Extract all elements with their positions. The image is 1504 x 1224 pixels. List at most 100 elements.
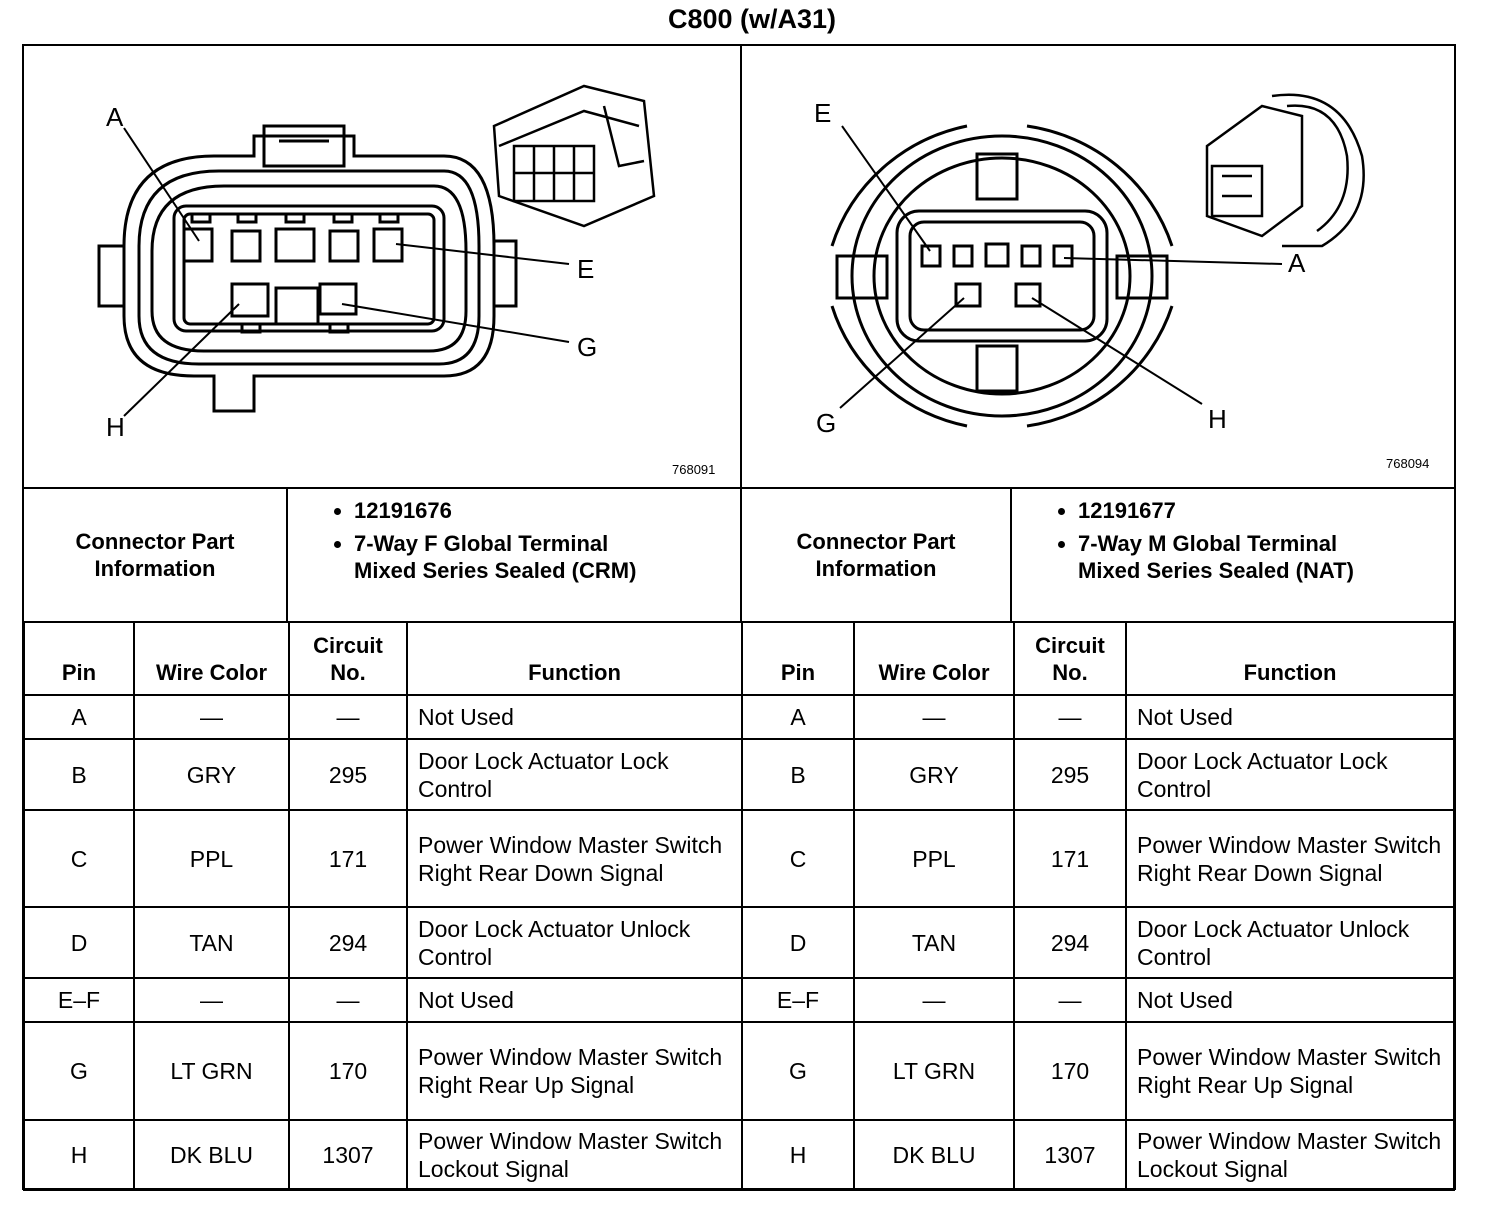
function-cell: Not Used bbox=[406, 977, 743, 1023]
circuit-cell: 295 bbox=[288, 738, 408, 811]
left-cavity-a bbox=[182, 227, 214, 263]
right-cavity-d bbox=[952, 244, 974, 268]
right-figure-id: 768094 bbox=[1386, 456, 1430, 471]
wire-color-cell: GRY bbox=[133, 738, 290, 811]
right-cavity-a bbox=[1052, 244, 1074, 268]
pin-cell: E–F bbox=[741, 977, 855, 1023]
left-figure-id: 768091 bbox=[672, 462, 716, 477]
pin-cell: E–F bbox=[23, 977, 135, 1023]
table-row: H DK BLU 1307 Power Window Master Switch… bbox=[23, 1119, 743, 1191]
table-row: D TAN 294 Door Lock Actuator Unlock Cont… bbox=[741, 906, 1455, 979]
pin-cell: A bbox=[741, 694, 855, 740]
right-header-function: Function bbox=[1125, 621, 1455, 696]
right-header-wire: Wire Color bbox=[853, 621, 1015, 696]
table-row: A — — Not Used bbox=[741, 694, 1455, 740]
wire-color-cell: — bbox=[853, 694, 1015, 740]
right-info-label: Connector Part Information bbox=[742, 489, 1012, 621]
page-title: C800 (w/A31) bbox=[667, 4, 837, 34]
right-cavity-b bbox=[1020, 244, 1042, 268]
pin-cell: D bbox=[741, 906, 855, 979]
left-pinout-table: Pin Wire Color Circuit No. Function A — … bbox=[23, 621, 743, 1191]
table-row: H DK BLU 1307 Power Window Master Switch… bbox=[741, 1119, 1455, 1191]
pin-cell: G bbox=[741, 1021, 855, 1121]
left-label-e: E bbox=[577, 254, 594, 284]
left-connector-face-illustration: A E G H bbox=[97, 84, 656, 442]
function-cell: Power Window Master Switch Right Rear Up… bbox=[1125, 1021, 1455, 1121]
table-row: E–F — — Not Used bbox=[741, 977, 1455, 1023]
circuit-cell: 295 bbox=[1013, 738, 1127, 811]
circuit-cell: 1307 bbox=[288, 1119, 408, 1191]
circuit-cell: — bbox=[1013, 977, 1127, 1023]
right-connector-face-illustration: E A G H bbox=[814, 93, 1365, 438]
table-row: B GRY 295 Door Lock Actuator Lock Contro… bbox=[23, 738, 743, 811]
pin-cell: C bbox=[23, 809, 135, 908]
right-cavity-c bbox=[984, 242, 1010, 268]
right-label-g: G bbox=[816, 408, 836, 438]
pin-cell: B bbox=[741, 738, 855, 811]
left-header-function: Function bbox=[406, 621, 743, 696]
wire-color-cell: GRY bbox=[853, 738, 1015, 811]
pin-cell: C bbox=[741, 809, 855, 908]
pin-cell: H bbox=[741, 1119, 855, 1191]
function-cell: Power Window Master Switch Lockout Signa… bbox=[406, 1119, 743, 1191]
illustration-divider bbox=[740, 44, 742, 489]
circuit-cell: 171 bbox=[288, 809, 408, 908]
wire-color-cell: DK BLU bbox=[853, 1119, 1015, 1191]
left-cavity-d bbox=[328, 229, 360, 263]
wire-color-cell: PPL bbox=[853, 809, 1015, 908]
left-cavity-c bbox=[274, 227, 316, 263]
function-cell: Not Used bbox=[1125, 694, 1455, 740]
table-row: D TAN 294 Door Lock Actuator Unlock Cont… bbox=[23, 906, 743, 979]
wire-color-cell: — bbox=[133, 977, 290, 1023]
function-cell: Power Window Master Switch Right Rear Up… bbox=[406, 1021, 743, 1121]
wire-color-cell: — bbox=[133, 694, 290, 740]
function-cell: Door Lock Actuator Lock Control bbox=[406, 738, 743, 811]
circuit-cell: — bbox=[288, 977, 408, 1023]
pin-cell: H bbox=[23, 1119, 135, 1191]
left-info-label: Connector Part Information bbox=[24, 489, 288, 621]
circuit-cell: 170 bbox=[1013, 1021, 1127, 1121]
circuit-cell: — bbox=[1013, 694, 1127, 740]
table-row: C PPL 171 Power Window Master Switch Rig… bbox=[741, 809, 1455, 908]
function-cell: Door Lock Actuator Unlock Control bbox=[406, 906, 743, 979]
function-cell: Power Window Master Switch Lockout Signa… bbox=[1125, 1119, 1455, 1191]
left-header-circuit: Circuit No. bbox=[288, 621, 408, 696]
right-part-info: 12191677 7-Way M Global Terminal Mixed S… bbox=[1012, 489, 1454, 621]
left-connector-perspective-illustration bbox=[492, 84, 656, 228]
function-cell: Not Used bbox=[406, 694, 743, 740]
right-cavity-g bbox=[954, 282, 982, 308]
wire-color-cell: TAN bbox=[853, 906, 1015, 979]
table-row: B GRY 295 Door Lock Actuator Lock Contro… bbox=[741, 738, 1455, 811]
function-cell: Door Lock Actuator Lock Control bbox=[1125, 738, 1455, 811]
circuit-cell: 1307 bbox=[1013, 1119, 1127, 1191]
right-header-circuit: Circuit No. bbox=[1013, 621, 1127, 696]
wire-color-cell: LT GRN bbox=[133, 1021, 290, 1121]
right-label-e: E bbox=[814, 98, 831, 128]
right-pinout-table: Pin Wire Color Circuit No. Function A — … bbox=[741, 621, 1455, 1191]
left-cavity-b bbox=[230, 229, 262, 263]
function-cell: Door Lock Actuator Unlock Control bbox=[1125, 906, 1455, 979]
right-label-h: H bbox=[1208, 404, 1227, 434]
wire-color-cell: — bbox=[853, 977, 1015, 1023]
right-header-pin: Pin bbox=[741, 621, 855, 696]
left-label-h: H bbox=[106, 412, 125, 442]
right-cavity-e bbox=[920, 244, 942, 268]
circuit-cell: — bbox=[288, 694, 408, 740]
left-header-wire: Wire Color bbox=[133, 621, 290, 696]
circuit-cell: 171 bbox=[1013, 809, 1127, 908]
table-row: G LT GRN 170 Power Window Master Switch … bbox=[741, 1021, 1455, 1121]
left-cavity-h bbox=[230, 282, 270, 318]
pin-cell: B bbox=[23, 738, 135, 811]
right-part-description: 7-Way M Global Terminal Mixed Series Sea… bbox=[1078, 530, 1378, 584]
circuit-cell: 170 bbox=[288, 1021, 408, 1121]
left-label-a: A bbox=[106, 102, 124, 132]
right-connector-perspective-illustration bbox=[1205, 93, 1365, 248]
wire-color-cell: DK BLU bbox=[133, 1119, 290, 1191]
left-header-pin: Pin bbox=[23, 621, 135, 696]
section-divider bbox=[22, 487, 1456, 489]
right-label-a: A bbox=[1288, 248, 1306, 278]
table-row: A — — Not Used bbox=[23, 694, 743, 740]
left-label-g: G bbox=[577, 332, 597, 362]
pin-cell: D bbox=[23, 906, 135, 979]
right-cavity-h bbox=[1014, 282, 1042, 308]
